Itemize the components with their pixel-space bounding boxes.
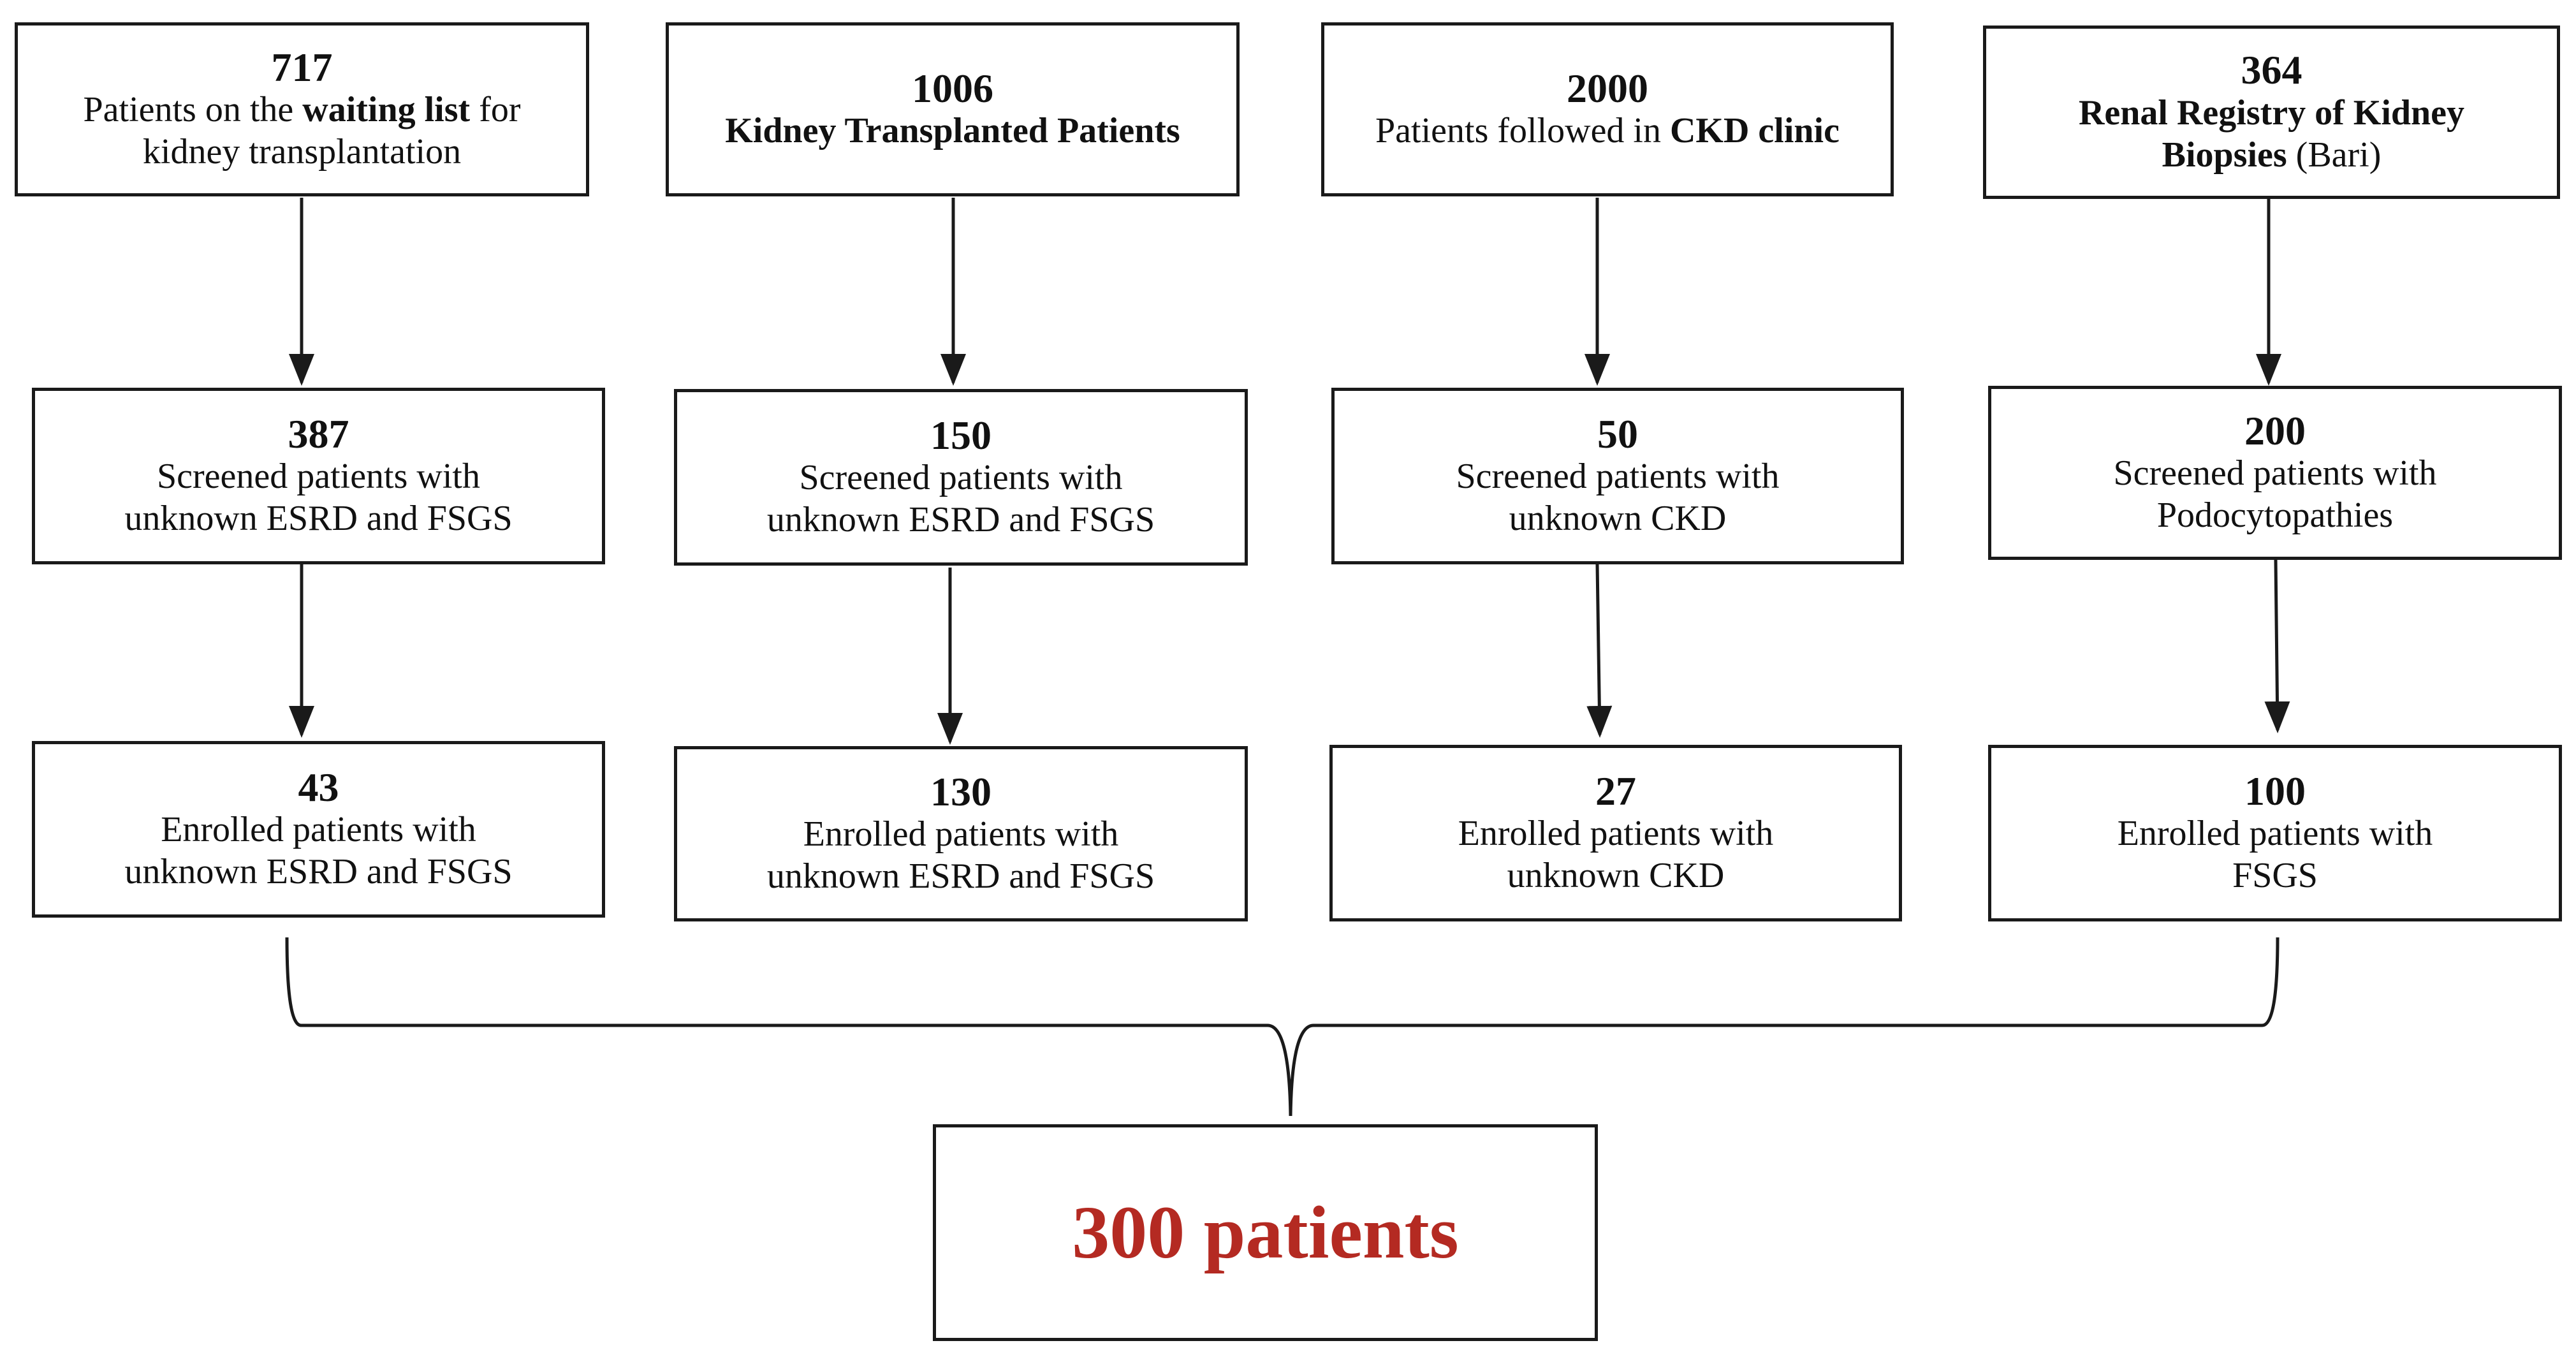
screened-line-2: Podocytopathies <box>2156 495 2394 536</box>
screened-line-1: Screened patients with <box>799 458 1123 498</box>
screened-box-col4: 200 Screened patients with Podocytopathi… <box>1988 386 2562 560</box>
source-line-2: Biopsies (Bari) <box>2162 134 2382 176</box>
screened-box-col3: 50 Screened patients with unknown CKD <box>1331 388 1904 564</box>
source-count: 1006 <box>912 65 993 111</box>
source-line-1: Kidney Transplanted Patients <box>725 110 1180 152</box>
source-box-transplanted: 1006 Kidney Transplanted Patients <box>666 22 1240 196</box>
screened-count: 150 <box>930 412 992 458</box>
screened-box-col1: 387 Screened patients with unknown ESRD … <box>32 388 605 564</box>
arrow-col3-screened-to-enrolled <box>1586 564 1613 738</box>
screened-line-2: unknown CKD <box>1509 499 1727 539</box>
enrolled-box-col2: 130 Enrolled patients with unknown ESRD … <box>674 746 1248 921</box>
text-run: Patients followed in <box>1375 111 1670 151</box>
enrolled-count: 100 <box>2244 768 2306 814</box>
source-count: 364 <box>2241 47 2302 93</box>
enrolled-count: 130 <box>930 768 992 814</box>
source-box-waiting-list: 717 Patients on the waiting list for kid… <box>15 22 589 196</box>
merge-brace <box>285 937 2280 1117</box>
bold-text-run: waiting list <box>302 90 471 130</box>
total-label: 300 patients <box>1072 1191 1459 1274</box>
source-box-ckd-clinic: 2000 Patients followed in CKD clinic <box>1321 22 1894 196</box>
enrolled-line-1: Enrolled patients with <box>1458 814 1774 854</box>
source-count: 2000 <box>1567 65 1648 111</box>
screened-count: 387 <box>288 411 349 457</box>
screened-box-col2: 150 Screened patients with unknown ESRD … <box>674 389 1248 566</box>
enrolled-line-1: Enrolled patients with <box>2117 814 2433 854</box>
screened-line-1: Screened patients with <box>157 457 480 497</box>
screened-line-1: Screened patients with <box>1456 457 1780 497</box>
screened-line-2: unknown ESRD and FSGS <box>766 500 1155 540</box>
enrolled-line-1: Enrolled patients with <box>803 814 1119 855</box>
enrolled-box-col1: 43 Enrolled patients with unknown ESRD a… <box>32 741 605 918</box>
source-count: 717 <box>271 44 333 90</box>
text-run: kidney transplantation <box>142 132 462 172</box>
enrolled-line-2: unknown ESRD and FSGS <box>124 852 513 892</box>
screened-line-2: unknown ESRD and FSGS <box>124 499 513 539</box>
enrolled-box-col3: 27 Enrolled patients with unknown CKD <box>1329 745 1902 921</box>
screened-count: 50 <box>1597 411 1638 457</box>
arrow-col4-screened-to-enrolled <box>2264 559 2290 733</box>
enrolled-box-col4: 100 Enrolled patients with FSGS <box>1988 745 2562 921</box>
source-box-renal-registry: 364 Renal Registry of Kidney Biopsies (B… <box>1983 26 2560 199</box>
enrolled-line-2: FSGS <box>2232 856 2318 896</box>
text-run: Patients on the <box>83 90 303 130</box>
bold-text-run: Renal Registry of Kidney <box>2078 92 2465 133</box>
enrolled-count: 43 <box>298 764 339 810</box>
screened-count: 200 <box>2244 407 2306 453</box>
bold-text-run: Kidney Transplanted Patients <box>725 111 1180 151</box>
text-run: (Bari) <box>2287 135 2382 175</box>
enrolled-line-2: unknown CKD <box>1507 856 1725 896</box>
bold-text-run: CKD clinic <box>1669 111 1840 151</box>
source-line-1: Patients on the waiting list for <box>84 89 521 131</box>
source-line-1: Patients followed in CKD clinic <box>1375 110 1840 152</box>
text-run: for <box>470 90 521 130</box>
enrolled-line-1: Enrolled patients with <box>161 810 476 850</box>
enrolled-count: 27 <box>1595 768 1636 814</box>
enrolled-line-2: unknown ESRD and FSGS <box>766 856 1155 897</box>
bold-text-run: Biopsies <box>2162 135 2287 175</box>
source-line-1: Renal Registry of Kidney <box>2079 92 2464 134</box>
total-box: 300 patients <box>933 1124 1598 1341</box>
source-line-2: kidney transplantation <box>143 131 461 173</box>
screened-line-1: Screened patients with <box>2113 453 2437 494</box>
